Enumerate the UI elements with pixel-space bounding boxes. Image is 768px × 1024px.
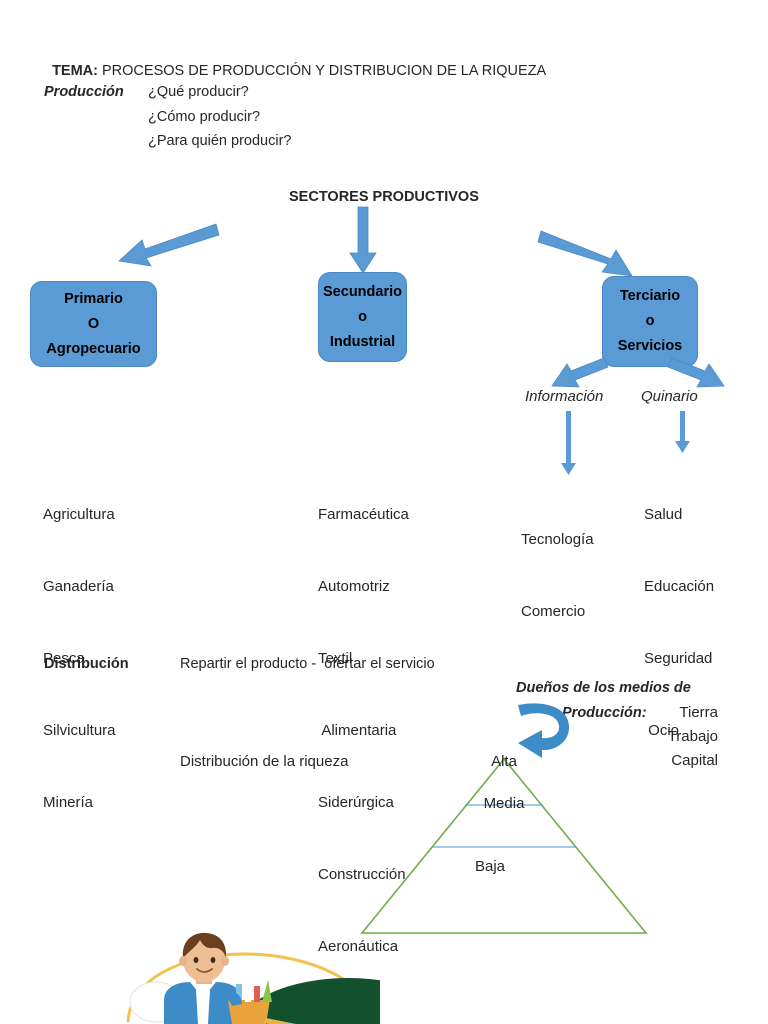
subbranch-label-informacion: Información <box>525 388 604 405</box>
sector-box-secundario[interactable]: Secundario o Industrial <box>318 272 407 362</box>
produccion-label: Producción <box>44 84 124 100</box>
list-item: Textil <box>318 650 353 667</box>
tema-text: PROCESOS DE PRODUCCIÓN Y DISTRIBUCION DE… <box>97 62 547 79</box>
distribucion-text: Repartir el producto - ofertar el servic… <box>180 656 435 672</box>
distribucion-label: Distribución <box>44 656 129 672</box>
sector-primario-line-2: O <box>87 315 100 332</box>
list-item: Pesca <box>43 650 85 667</box>
list-item: Construcción <box>318 866 406 883</box>
tema-label: TEMA: <box>52 62 98 79</box>
arrow-to-informacion-icon <box>551 357 609 388</box>
owner-item: Trabajo <box>667 728 718 745</box>
list-secundario: Farmacéutica Automotriz Textil Alimentar… <box>318 455 409 983</box>
sector-terciario-line-2: o <box>645 313 655 329</box>
list-item: Siderúrgica <box>318 794 394 811</box>
sector-secundario-line-1: Secundario <box>323 283 402 300</box>
sector-primario-line-1: Primario <box>64 290 123 307</box>
owners-items: Tierra Trabajo Capital <box>591 705 718 768</box>
wealth-pyramid <box>360 757 648 934</box>
list-item: Ocio <box>644 722 680 739</box>
list-item: Aeronáutica <box>318 938 399 955</box>
distribucion-riqueza-label: Distribución de la riqueza <box>180 753 349 770</box>
list-quinario: Salud Educación Seguridad Ocio <box>644 455 714 767</box>
sector-secundario-line-3: Industrial <box>329 333 396 350</box>
arrow-to-terciario-icon <box>537 230 633 277</box>
list-item: Salud <box>644 506 683 523</box>
pyramid-level-alta: Alta <box>491 753 517 770</box>
produccion-questions: ¿Qué producir? ¿Cómo producir? ¿Para qui… <box>148 85 291 149</box>
arrow-to-primario-icon <box>118 223 220 267</box>
question-1: ¿Qué producir? <box>148 84 249 100</box>
list-informacion: Tecnología Comercio <box>521 480 594 648</box>
list-item: Silvicultura <box>43 722 116 739</box>
sector-terciario-line-3: Servicios <box>617 338 683 354</box>
owners-line-2: Producción: <box>562 705 647 721</box>
sector-box-terciario[interactable]: Terciario o Servicios <box>602 276 698 367</box>
question-2: ¿Cómo producir? <box>148 108 261 125</box>
list-item: Educación <box>644 578 715 595</box>
student-clipart <box>126 932 380 1024</box>
curved-arrow-icon <box>518 703 570 758</box>
list-item: Seguridad <box>644 650 713 667</box>
sector-primario-line-3: Agropecuario <box>46 340 141 357</box>
sector-secundario-line-2: o <box>358 308 367 325</box>
list-primario: Agricultura Ganadería Pesca Silvicultura… <box>43 455 116 839</box>
list-item: Farmacéutica <box>318 506 409 523</box>
pyramid-level-media: Media <box>483 795 525 812</box>
list-item: Comercio <box>521 603 586 620</box>
list-item: Automotriz <box>318 578 390 595</box>
arrow-to-quinario-icon <box>667 357 725 388</box>
tema-heading: TEMA: PROCESOS DE PRODUCCIÓN Y DISTRIBUC… <box>44 49 546 78</box>
sector-terciario-line-1: Terciario <box>619 288 681 304</box>
list-item: Minería <box>43 794 94 811</box>
owners-line-1: Dueños de los medios de <box>516 680 691 696</box>
list-item: Tecnología <box>521 531 594 548</box>
pyramid-level-baja: Baja <box>474 858 506 875</box>
arrow-to-secundario-icon <box>349 206 377 274</box>
arrow-informacion-down-icon <box>561 411 576 475</box>
arrow-quinario-down-icon <box>675 411 690 453</box>
question-3: ¿Para quién producir? <box>148 133 292 149</box>
list-item: Alimentaria <box>318 722 397 739</box>
list-item: Ganadería <box>43 578 114 595</box>
owner-item: Capital <box>671 752 718 769</box>
sector-box-primario[interactable]: Primario O Agropecuario <box>30 281 157 367</box>
list-item: Agricultura <box>43 506 115 523</box>
subbranch-label-quinario: Quinario <box>641 388 698 405</box>
owner-item: Tierra <box>679 704 718 721</box>
sectores-productivos-title: SECTORES PRODUCTIVOS <box>289 189 479 205</box>
